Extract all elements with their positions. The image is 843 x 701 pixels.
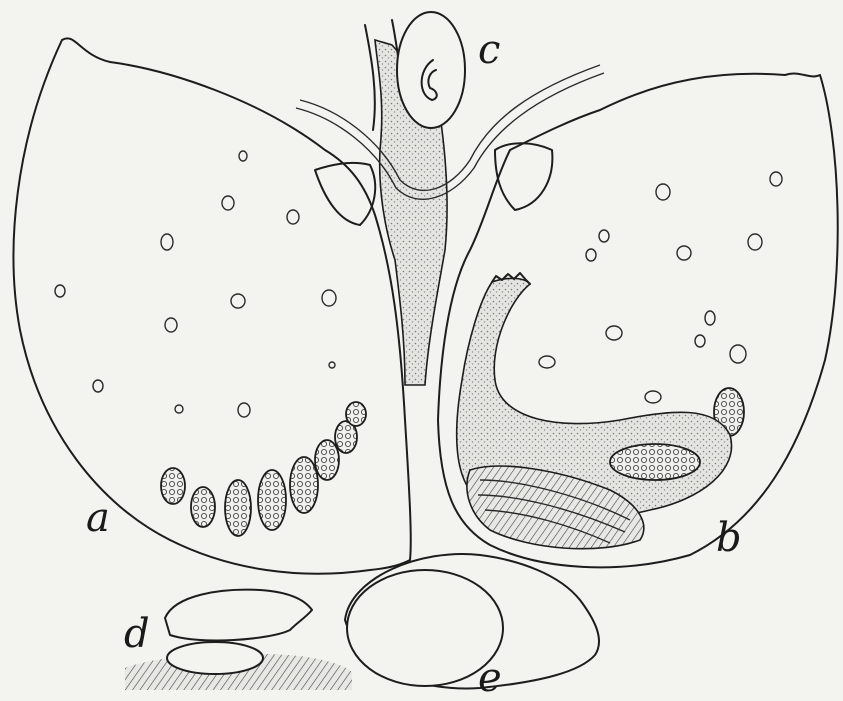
label-e: e (478, 658, 502, 698)
valve-a (14, 38, 411, 573)
figure-d (125, 590, 352, 690)
label-a: a (86, 498, 110, 538)
label-c: c (478, 30, 500, 70)
figure-e (345, 554, 599, 688)
valve-b (438, 74, 838, 568)
label-d: d (124, 614, 150, 654)
label-b: b (716, 518, 742, 558)
central-process (296, 12, 604, 385)
